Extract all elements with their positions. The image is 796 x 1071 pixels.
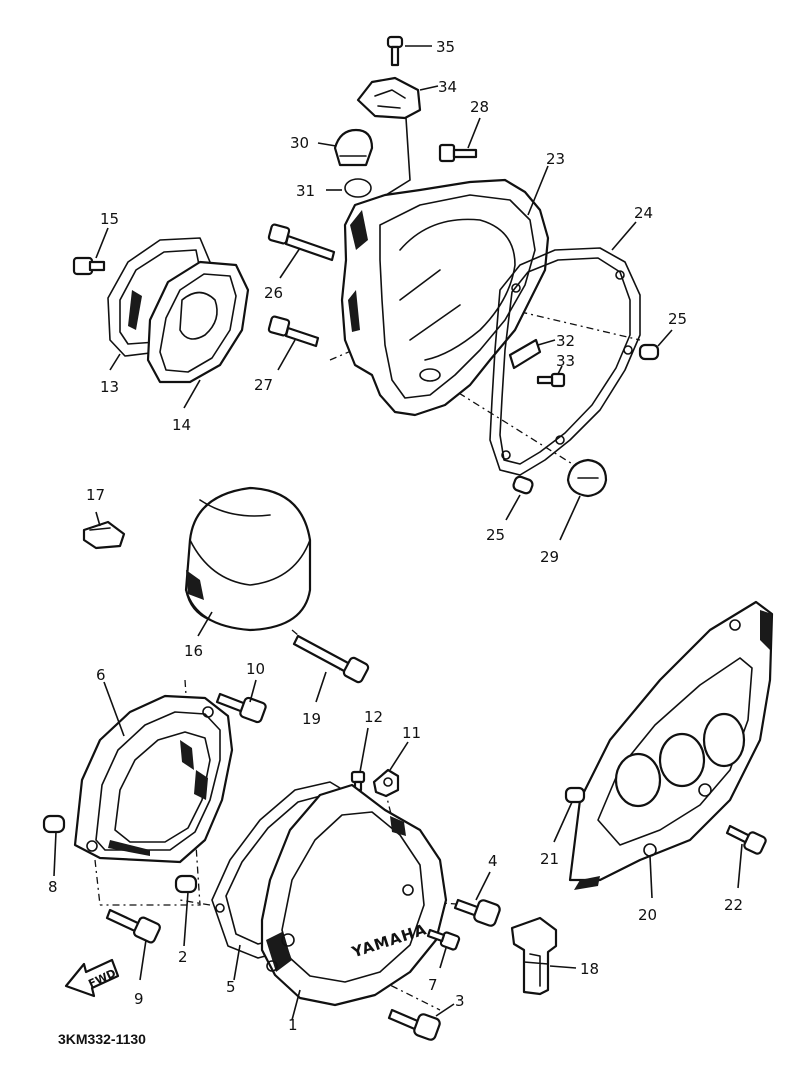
part-10-bolt [215, 679, 267, 724]
part-27-bolt [267, 315, 320, 371]
part-16-rotor [184, 486, 312, 637]
callout-7: 7 [428, 976, 438, 994]
callout-15: 15 [100, 210, 119, 228]
part-25-dowel-upper [638, 329, 673, 361]
part-26-bolt [267, 223, 336, 279]
part-21-dowel [553, 786, 586, 843]
part-23-crankcase-cover [340, 165, 550, 417]
part-14-gasket [146, 260, 250, 409]
callout-17: 17 [86, 486, 105, 504]
part-18-bracket [510, 916, 577, 996]
part-19-bolt [292, 634, 370, 703]
forward-arrow: FWD [64, 958, 120, 998]
callout-21: 21 [540, 850, 559, 868]
callout-9: 9 [134, 990, 144, 1008]
part-3-bolt [387, 1003, 455, 1041]
callout-32: 32 [556, 332, 575, 350]
part-9-bolt [105, 908, 161, 981]
callout-28: 28 [470, 98, 489, 116]
callout-23: 23 [546, 150, 565, 168]
callout-6: 6 [96, 666, 106, 684]
part-29-plug [559, 458, 608, 541]
part-28-bolt [438, 117, 481, 163]
callout-1: 1 [288, 1016, 298, 1034]
callout-5: 5 [226, 978, 236, 996]
callout-4: 4 [488, 852, 498, 870]
callout-19: 19 [302, 710, 321, 728]
part-33-screw [536, 365, 566, 388]
callout-12: 12 [364, 708, 383, 726]
callout-22: 22 [724, 896, 743, 914]
part-8-dowel [42, 814, 66, 877]
callout-3: 3 [455, 992, 465, 1010]
part-20-chain-guard [568, 600, 774, 899]
callout-13: 13 [100, 378, 119, 396]
part-30-cap [317, 128, 374, 167]
part-4-bolt [453, 871, 501, 927]
callout-25-lower: 25 [486, 526, 505, 544]
part-1-crankcase-cover: YAMAHA [260, 783, 448, 1021]
callout-11: 11 [402, 724, 421, 742]
callout-35: 35 [436, 38, 455, 56]
callout-20: 20 [638, 906, 657, 924]
part-7-screw [426, 928, 461, 969]
part-6-cover [73, 681, 234, 864]
part-24-gasket [489, 221, 641, 476]
part-17-key [82, 511, 126, 550]
callout-29: 29 [540, 548, 559, 566]
part-2-dowel [174, 874, 198, 947]
part-15-bolt [72, 227, 109, 276]
callout-31: 31 [296, 182, 315, 200]
part-12-screw [350, 727, 369, 792]
callout-34: 34 [438, 78, 457, 96]
diagram-code: 3KM332-1130 [58, 1031, 146, 1047]
callout-16: 16 [184, 642, 203, 660]
callout-18: 18 [580, 960, 599, 978]
callout-25-upper: 25 [668, 310, 687, 328]
callout-30: 30 [290, 134, 309, 152]
callout-33: 33 [556, 352, 575, 370]
callout-24: 24 [634, 204, 653, 222]
part-25-dowel-lower [505, 475, 534, 521]
callout-10: 10 [246, 660, 265, 678]
callout-14: 14 [172, 416, 191, 434]
part-35-bolt [386, 35, 432, 67]
part-22-bolt [725, 824, 767, 889]
callout-labels: 1 2 3 4 5 6 7 8 9 10 11 12 13 14 15 16 1… [48, 38, 743, 1034]
callout-26: 26 [264, 284, 283, 302]
part-32-plate [508, 338, 556, 370]
part-31-o-ring [326, 178, 372, 198]
callout-27: 27 [254, 376, 273, 394]
callout-8: 8 [48, 878, 58, 896]
callout-2: 2 [178, 948, 188, 966]
part-11-clamp [372, 741, 409, 798]
